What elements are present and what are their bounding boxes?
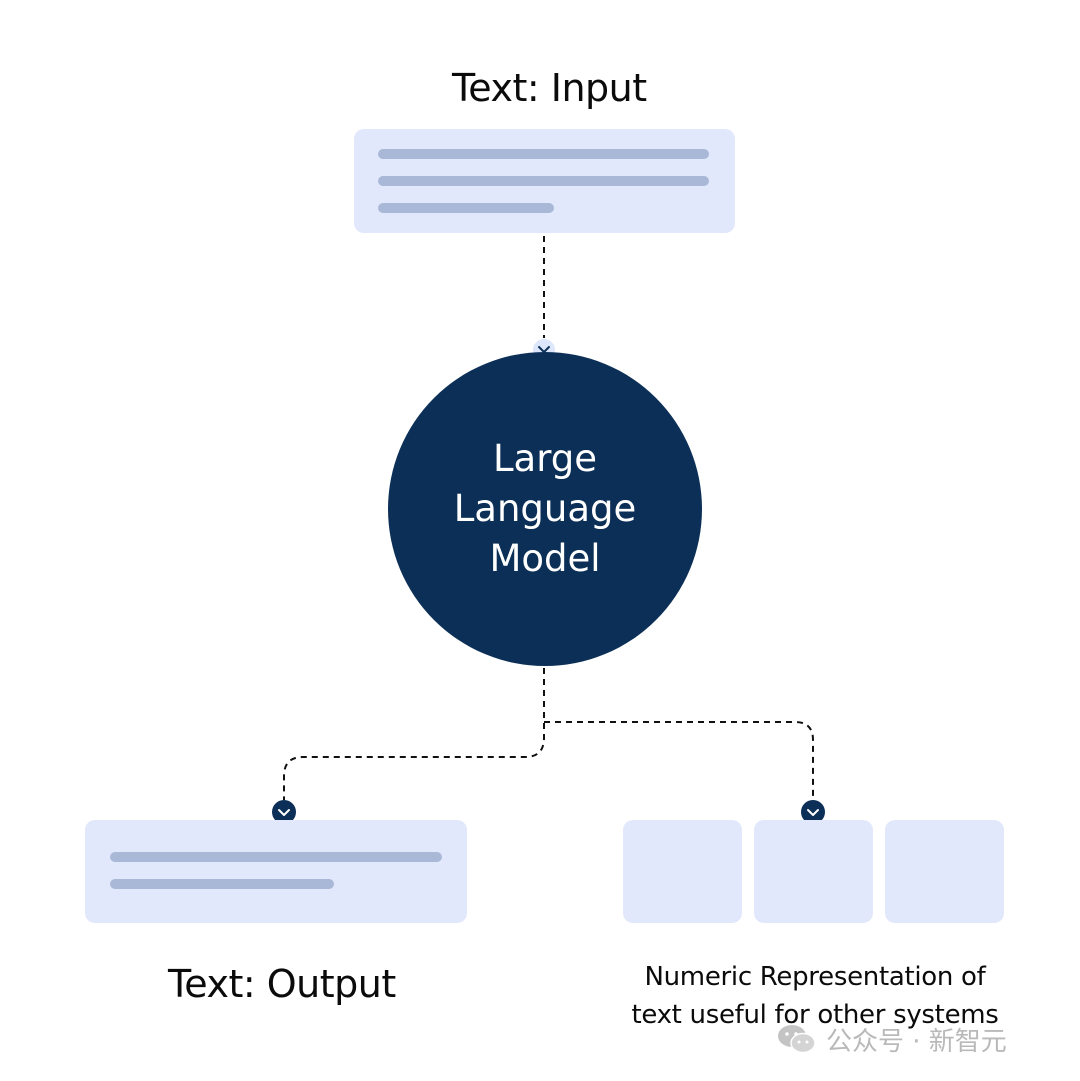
numeric-caption-line: text useful for other systems	[631, 1000, 999, 1030]
text-line	[110, 852, 442, 862]
watermark-text: 公众号 · 新智元	[826, 1026, 1007, 1057]
output-arrow-marker	[272, 800, 296, 824]
model-to-numeric-connector	[544, 721, 814, 800]
text-line	[378, 203, 554, 213]
model-label-line: Large	[492, 437, 598, 480]
input-title: Text: Input	[452, 66, 647, 110]
text-line	[110, 879, 334, 889]
large-language-model-node: Large Language Model	[388, 352, 702, 666]
numeric-arrow-marker	[801, 800, 825, 824]
watermark: 公众号 · 新智元	[776, 1022, 1007, 1057]
numeric-block	[623, 820, 742, 923]
output-title: Text: Output	[168, 962, 396, 1006]
model-to-output-connector	[283, 668, 545, 800]
chevron-down-icon	[807, 809, 819, 816]
input-text-box	[354, 129, 735, 233]
chevron-down-icon	[278, 809, 290, 816]
model-label-line: Model	[489, 537, 601, 580]
text-line	[378, 176, 709, 186]
numeric-caption-line: Numeric Representation of	[644, 962, 986, 992]
model-label-line: Language	[453, 487, 637, 530]
numeric-block	[885, 820, 1004, 923]
numeric-block	[754, 820, 873, 923]
text-line	[378, 149, 709, 159]
wechat-icon	[778, 1025, 816, 1054]
output-text-box	[85, 820, 467, 923]
numeric-caption: Numeric Representation of text useful fo…	[600, 958, 1030, 1034]
